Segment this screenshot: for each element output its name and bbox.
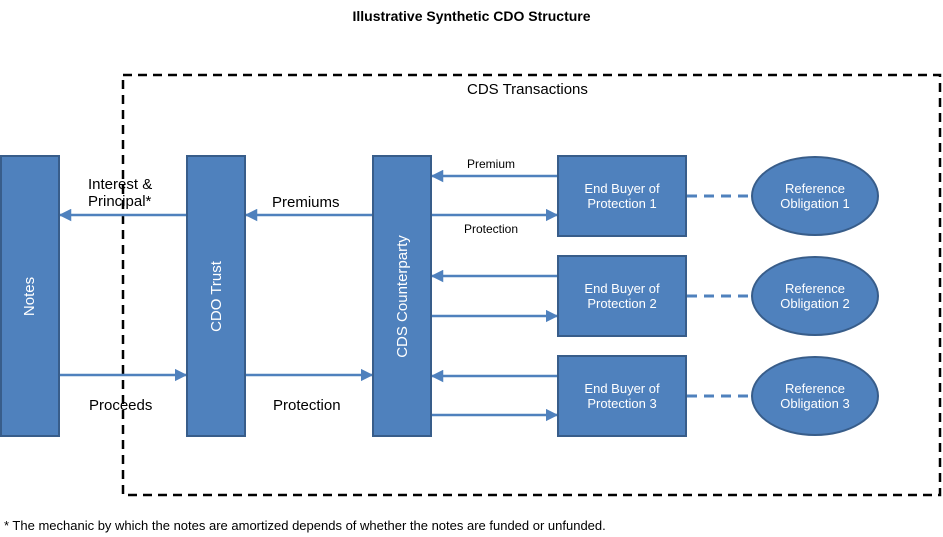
- reference-obligation-label-1: Reference Obligation 1: [780, 181, 850, 211]
- reference-obligation-2: Reference Obligation 2: [751, 256, 879, 336]
- cds-transactions-label: CDS Transactions: [467, 81, 588, 98]
- cds-counterparty-box: CDS Counterparty: [372, 155, 432, 437]
- cds-transactions-region: [121, 73, 942, 497]
- premiums-label: Premiums: [272, 194, 340, 211]
- reference-obligation-label-3: Reference Obligation 3: [780, 381, 850, 411]
- cdo-trust-box: CDO Trust: [186, 155, 246, 437]
- protection-small-label: Protection: [464, 222, 519, 236]
- notes-label: Notes: [21, 276, 39, 316]
- reference-obligation-3: Reference Obligation 3: [751, 356, 879, 436]
- interest-principal-label: Interest & Principal*: [88, 176, 153, 210]
- notes-box: Notes: [0, 155, 60, 437]
- reference-obligation-label-2: Reference Obligation 2: [780, 281, 850, 311]
- protection-label: Protection: [273, 397, 341, 414]
- end-buyer-box-2: End Buyer of Protection 2: [557, 255, 687, 337]
- end-buyer-label-2: End Buyer of Protection 2: [584, 281, 660, 311]
- proceeds-label: Proceeds: [89, 397, 153, 414]
- end-buyer-label-3: End Buyer of Protection 3: [584, 381, 660, 411]
- footnote: * The mechanic by which the notes are am…: [4, 518, 606, 533]
- diagram-title: Illustrative Synthetic CDO Structure: [352, 8, 591, 24]
- end-buyer-label-1: End Buyer of Protection 1: [584, 181, 660, 211]
- premium-small-label: Premium: [467, 157, 516, 171]
- reference-obligation-1: Reference Obligation 1: [751, 156, 879, 236]
- cdo-trust-label: CDO Trust: [207, 260, 225, 332]
- end-buyer-box-3: End Buyer of Protection 3: [557, 355, 687, 437]
- cds-counterparty-label: CDS Counterparty: [393, 234, 411, 358]
- end-buyer-box-1: End Buyer of Protection 1: [557, 155, 687, 237]
